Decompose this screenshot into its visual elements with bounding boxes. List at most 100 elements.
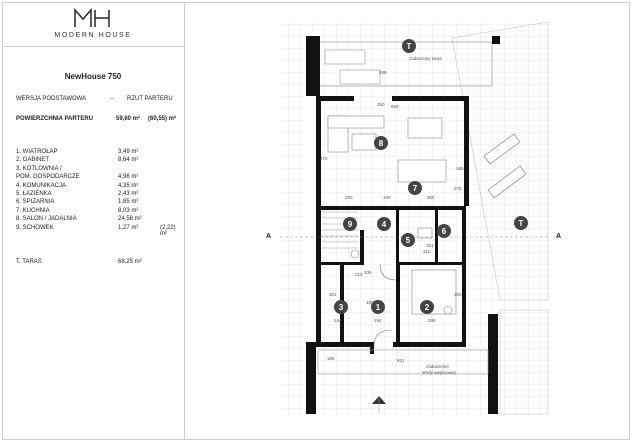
- dimension-label: 275: [454, 186, 462, 191]
- room-item: 1. WIATROŁAP 3,49 m²: [16, 149, 176, 158]
- dimension-label: 144: [334, 318, 342, 323]
- version-label: WERSJA PODSTAWOWA: [16, 96, 87, 102]
- logo-mark-icon: [74, 7, 110, 27]
- dimension-label: 470: [320, 156, 328, 161]
- walls: [304, 33, 500, 414]
- room-marker-6: 6: [437, 224, 451, 238]
- room-label: 6. SPIŻARNIA: [16, 199, 55, 206]
- room-area: 4,96 m²: [118, 174, 139, 181]
- dimension-label: 185: [366, 300, 374, 305]
- room-label: 7. KUCHNIA: [16, 207, 50, 214]
- room-marker-3: 3: [334, 300, 348, 314]
- room-area: 2,43 m²: [118, 191, 139, 197]
- room-item: 5. ŁAZIENKA 2,43 m²: [16, 191, 176, 200]
- roofed-terrace-label: zadaszony taras: [409, 56, 443, 61]
- dimension-label: 301: [329, 292, 337, 297]
- room-marker-4: 4: [377, 217, 391, 231]
- room-area: 1,85 m²: [118, 199, 139, 206]
- floor-label: RZUT PARTERU: [127, 96, 173, 102]
- room-label: 8. SALON / JADALNIA: [16, 216, 77, 223]
- outdoor-sofa: [324, 49, 366, 65]
- room-area: 8,64 m²: [118, 157, 139, 164]
- area-alt: (60,55) m²: [148, 116, 177, 122]
- room-item: 9. SCHOWEK 1,27 m² (2,22) m²: [16, 224, 176, 237]
- dimension-label: 310: [423, 249, 431, 254]
- dimension-label: 185: [456, 166, 464, 171]
- area-label: POWIERZCHNIA PARTERU: [16, 116, 93, 122]
- dimension-label: 300: [454, 292, 462, 297]
- area-value: 59,60 m²: [116, 116, 141, 122]
- room-area: 4,35 m²: [118, 182, 139, 189]
- svg-text:4: 4: [382, 220, 387, 229]
- section-mark-right: A: [556, 233, 562, 240]
- dimension-label: 929: [379, 70, 387, 75]
- furniture: [327, 115, 457, 315]
- dimension-label: 693: [391, 104, 399, 109]
- svg-text:6: 6: [442, 227, 447, 236]
- room-item: 3. KOTLOWNIA /: [16, 166, 176, 175]
- dimension-label: 185: [327, 356, 335, 361]
- page-frame: [2, 2, 630, 440]
- room-item: POM. GOSPODARCZE 4,96 m²: [16, 174, 176, 183]
- svg-text:5: 5: [406, 236, 411, 245]
- svg-text:T: T: [407, 42, 412, 51]
- logo-text: MODERN HOUSE: [54, 32, 132, 39]
- entrance-canopy: [317, 349, 489, 375]
- room-label: 1. WIATROŁAP: [16, 149, 58, 155]
- svg-text:3: 3: [339, 303, 344, 312]
- room-area: 8,03 m²: [118, 207, 139, 214]
- terrace-label: T. TARAS: [16, 259, 42, 265]
- dimension-label: 831: [397, 358, 405, 363]
- room-markers: 1 2 3 4 5 6 7 8 9 T T: [334, 39, 528, 314]
- svg-text:2: 2: [425, 303, 430, 312]
- dimension-label: 300: [427, 195, 435, 200]
- entrance-roof-label-2: strefy wejściowej: [422, 370, 456, 375]
- dimension-label: 288: [428, 318, 436, 323]
- svg-text:8: 8: [379, 139, 384, 148]
- room-marker-5: 5: [401, 233, 415, 247]
- room-area: 1,27 m²: [118, 224, 139, 231]
- project-title: NewHouse 750: [64, 72, 122, 81]
- dimension-label: 250: [345, 195, 353, 200]
- section-mark-left: A: [266, 233, 272, 240]
- logo-header: MODERN HOUSE: [2, 2, 184, 47]
- room-marker-8: 8: [374, 136, 388, 150]
- separator: -: [111, 96, 113, 102]
- room-marker-9: 9: [343, 217, 357, 231]
- room-area-alt: (2,22) m²: [160, 224, 176, 237]
- terrace-item: T. TARAS 68,25 m²: [16, 259, 176, 268]
- dimension-label: 100: [383, 195, 391, 200]
- room-item: 6. SPIŻARNIA 1,85 m²: [16, 199, 176, 208]
- room-marker-7: 7: [408, 181, 422, 195]
- dimension-label: 213: [355, 272, 363, 277]
- dimension-label: 151: [426, 243, 434, 248]
- sun-loungers: [483, 133, 527, 199]
- room-label: 5. ŁAZIENKA: [16, 191, 52, 197]
- room-label: POM. GOSPODARCZE: [16, 174, 80, 181]
- room-label: 2. GABINET: [16, 157, 50, 164]
- svg-text:1: 1: [376, 303, 381, 312]
- room-item: 7. KUCHNIA 8,03 m²: [16, 208, 176, 217]
- room-label: 3. KOTLOWNIA /: [16, 165, 62, 172]
- room-area: 3,49 m²: [118, 149, 139, 155]
- room-marker-1: 1: [371, 300, 385, 314]
- svg-text:T: T: [519, 219, 524, 228]
- svg-text:7: 7: [413, 184, 418, 193]
- room-item: 2. GABINET 8,64 m²: [16, 157, 176, 166]
- terrace-slab-right: [451, 21, 549, 301]
- dimension-label: 194: [374, 318, 382, 323]
- svg-text:9: 9: [348, 220, 353, 229]
- room-marker-2: 2: [420, 300, 434, 314]
- room-label: 9. SCHOWEK: [16, 224, 54, 231]
- terrace-value: 68,25 m²: [118, 259, 142, 265]
- entrance-roof-label-1: zadaszenie: [426, 364, 449, 369]
- info-panel: MODERN HOUSE NewHouse 750 WERSJA PODSTAW…: [2, 2, 185, 440]
- outdoor-table: [339, 69, 381, 85]
- terrace-marker-right: T: [514, 216, 528, 230]
- dimension-label: 250: [377, 102, 385, 107]
- terrace-slab-bottom: [499, 309, 549, 415]
